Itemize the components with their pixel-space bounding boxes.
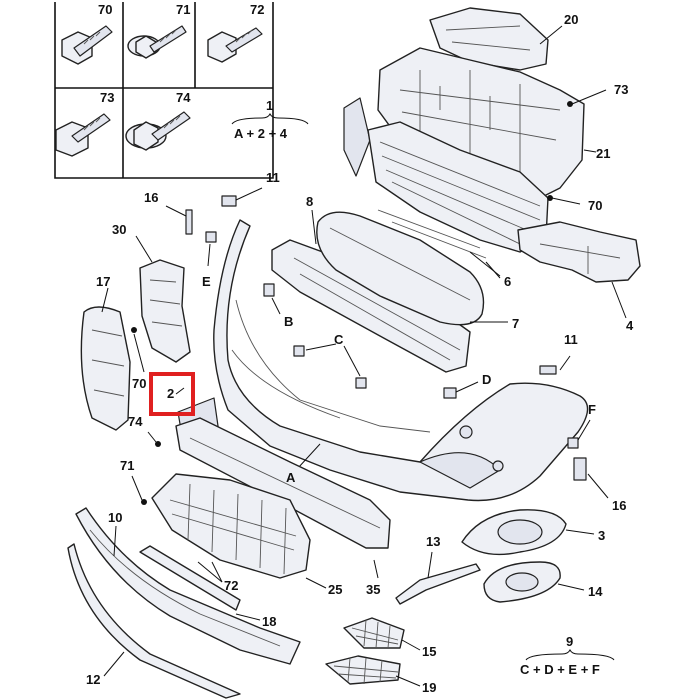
part-25-deflector <box>151 473 327 589</box>
callout-21: 21 <box>596 146 610 161</box>
legend-code-74: 74 <box>176 90 191 105</box>
clips <box>165 187 609 499</box>
assembly-1-note: 1 A + 2 + 4 <box>231 98 309 141</box>
clip-16b <box>573 457 587 481</box>
part-14-lower-bezel <box>483 561 585 603</box>
callout-19: 19 <box>422 680 436 695</box>
part-18-strip <box>139 545 261 621</box>
part-15-mesh <box>343 617 421 651</box>
clip-16a <box>185 209 193 235</box>
callout-6: 6 <box>504 274 511 289</box>
callout-D: D <box>482 372 491 387</box>
callout-18: 18 <box>262 614 276 629</box>
part-19-mesh <box>325 655 421 687</box>
callout-35: 35 <box>366 582 380 597</box>
callout-8: 8 <box>306 194 313 209</box>
assembly-9-note: 9 C + D + E + F <box>520 634 615 677</box>
callout-14: 14 <box>588 584 603 599</box>
callout-70a: 70 <box>588 198 602 213</box>
callout-71: 71 <box>120 458 134 473</box>
callout-74: 74 <box>128 414 143 429</box>
callout-12: 12 <box>86 672 100 687</box>
callout-70b: 70 <box>132 376 146 391</box>
highlighted-callout-2[interactable]: 2 <box>149 372 195 416</box>
callout-10: 10 <box>108 510 122 525</box>
clip-11b <box>539 365 557 375</box>
callout-2: 2 <box>167 386 174 401</box>
assembly-1-number: 1 <box>266 98 273 113</box>
clip-E <box>205 231 217 243</box>
clip-C1 <box>293 345 305 357</box>
callout-A: A <box>286 470 296 485</box>
screw-73-icon <box>55 113 111 157</box>
screw-72-icon <box>207 27 263 63</box>
clip-D <box>443 387 457 399</box>
screw-dots <box>131 89 607 505</box>
part-3-fog-bezel <box>461 509 595 556</box>
legend-code-71: 71 <box>176 2 190 17</box>
callout-30: 30 <box>112 222 126 237</box>
callout-3: 3 <box>598 528 605 543</box>
callout-C: C <box>334 332 344 347</box>
callout-E: E <box>202 274 211 289</box>
callout-17: 17 <box>96 274 110 289</box>
clip-C2 <box>355 377 367 389</box>
legend-code-72: 72 <box>250 2 264 17</box>
part-12-lower-lip <box>67 543 241 699</box>
callout-13: 13 <box>426 534 440 549</box>
callout-B: B <box>284 314 293 329</box>
clip-11a <box>221 195 237 207</box>
callout-labels: 20 73 21 70 11 16 30 8 6 E 17 4 B 7 C 11… <box>86 12 634 695</box>
callout-F: F <box>588 402 596 417</box>
screw-74-icon <box>125 111 191 151</box>
legend-code-73: 73 <box>100 90 114 105</box>
part-30-side-bracket <box>135 235 191 363</box>
callout-11b: 11 <box>564 332 578 347</box>
callout-72: 72 <box>224 578 238 593</box>
part-6-chrome-trims <box>377 209 501 279</box>
callout-4: 4 <box>626 318 634 333</box>
highlight-box <box>149 372 195 416</box>
part-17-air-guide <box>80 287 131 431</box>
callout-7: 7 <box>512 316 519 331</box>
part-13-chrome-strip <box>395 551 481 605</box>
part-4-headlamp-bracket <box>517 221 641 319</box>
part-10-valance <box>75 507 301 665</box>
part-72-leads <box>197 561 223 583</box>
assembly-1-formula: A + 2 + 4 <box>234 126 288 141</box>
callout-11a: 11 <box>266 170 280 185</box>
assembly-9-formula: C + D + E + F <box>520 662 600 677</box>
part-35-lower-beam <box>175 417 391 579</box>
legend-code-70: 70 <box>98 2 112 17</box>
fastener-legend: 70 71 72 73 74 <box>54 2 274 179</box>
screw-70-icon <box>61 25 113 65</box>
callout-16b: 16 <box>612 498 626 513</box>
part-20-top-cover <box>429 7 563 71</box>
callout-20: 20 <box>564 12 578 27</box>
callout-15: 15 <box>422 644 436 659</box>
part-A-bumper-cover <box>213 219 589 502</box>
clip-B <box>263 283 275 297</box>
clip-F <box>567 437 579 449</box>
callout-25: 25 <box>328 582 342 597</box>
callout-16a: 16 <box>144 190 158 205</box>
screw-71-icon <box>127 25 187 59</box>
callout-73: 73 <box>614 82 628 97</box>
assembly-9-number: 9 <box>566 634 573 649</box>
part-7-grille-frame <box>316 211 508 326</box>
